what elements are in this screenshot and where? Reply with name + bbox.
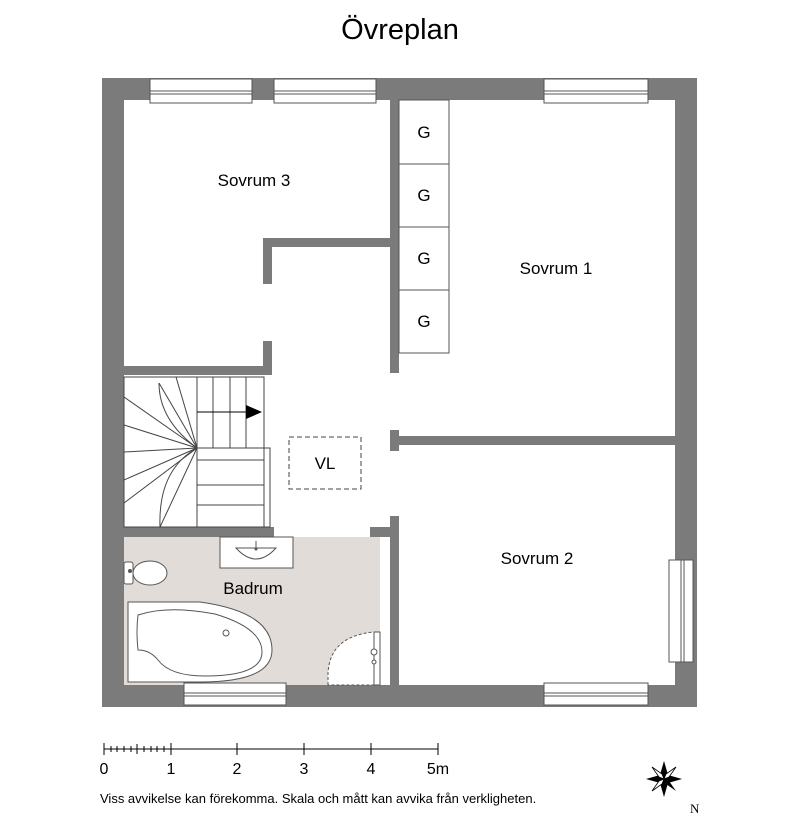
window-top-1 [149, 78, 253, 104]
closet-label-2: G [417, 186, 430, 205]
scale-label-3: 3 [300, 761, 309, 778]
interior-walls [124, 100, 675, 685]
sink-icon [219, 536, 294, 569]
vl-box [288, 436, 362, 490]
closet-label-4: G [417, 312, 430, 331]
disclaimer-text: Viss avvikelse kan förekomma. Skala och … [100, 791, 537, 806]
vl-label: VL [315, 454, 336, 473]
closets: G G G G [398, 99, 450, 354]
scale-label-0: 0 [100, 761, 109, 778]
stair-arrow-icon [246, 405, 262, 419]
room-label-sovrum2: Sovrum 2 [501, 549, 574, 568]
room-label-sovrum3: Sovrum 3 [218, 171, 291, 190]
shower-icon [327, 631, 381, 686]
window-top-3 [543, 78, 649, 104]
toilet-icon [123, 560, 168, 586]
scale-label-2: 2 [233, 761, 242, 778]
compass-north-label: N [690, 801, 700, 816]
room-label-badrum: Badrum [223, 579, 283, 598]
plan-title: Övreplan [341, 14, 459, 46]
windows [149, 78, 694, 706]
room-label-sovrum1: Sovrum 1 [520, 259, 593, 278]
window-top-2 [273, 78, 377, 104]
scale-bar: 0 1 2 3 4 5m [100, 743, 449, 778]
scale-label-5: 5m [427, 761, 449, 778]
scale-label-4: 4 [367, 761, 376, 778]
window-right [668, 559, 694, 663]
bathroom-fixtures [123, 536, 381, 686]
compass-icon [646, 761, 682, 797]
staircase [123, 376, 271, 528]
scale-label-1: 1 [167, 761, 176, 778]
closet-label-1: G [417, 123, 430, 142]
window-bottom-2 [543, 682, 649, 706]
window-bottom-1 [183, 682, 287, 706]
closet-label-3: G [417, 249, 430, 268]
bathtub-icon [127, 601, 273, 683]
